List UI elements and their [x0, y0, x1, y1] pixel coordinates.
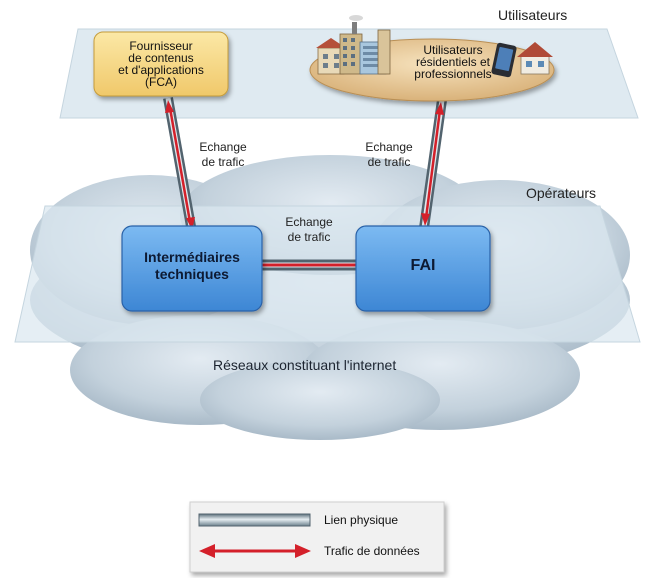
legend-physical-link-swatch: [198, 513, 311, 527]
exchange-label-right: Echange de trafic: [365, 140, 413, 169]
exchange-label-middle: Echange de trafic: [285, 215, 333, 244]
legend-traffic-swatch: [199, 544, 311, 558]
intermediaires-label: Intermédiaires techniques: [144, 249, 240, 282]
cloud-label: Réseaux constituant l'internet: [213, 357, 397, 373]
exchange-label-left: Echange de trafic: [199, 140, 247, 169]
smartphone-icon: [491, 42, 517, 78]
traffic-arrow-users-fai: [421, 102, 444, 226]
operators-plane-label: Opérateurs: [526, 185, 597, 201]
buildings-icon: [316, 15, 391, 75]
house-icon: [517, 42, 553, 75]
traffic-arrow-fca-intermediaires: [165, 100, 195, 230]
legend-traffic-label: Trafic de données: [324, 544, 420, 558]
fai-label: FAI: [410, 257, 436, 274]
legend-box: [189, 501, 445, 573]
users-label: Utilisateurs résidentiels et professionn…: [414, 43, 492, 81]
legend-physical-link-label: Lien physique: [324, 513, 399, 527]
fca-box: [93, 31, 229, 97]
fca-label: Fournisseur de contenus et d'application…: [118, 39, 204, 89]
intermediaires-node: [121, 225, 263, 312]
fai-node: [355, 225, 491, 312]
users-plane-label: Utilisateurs: [498, 7, 568, 23]
